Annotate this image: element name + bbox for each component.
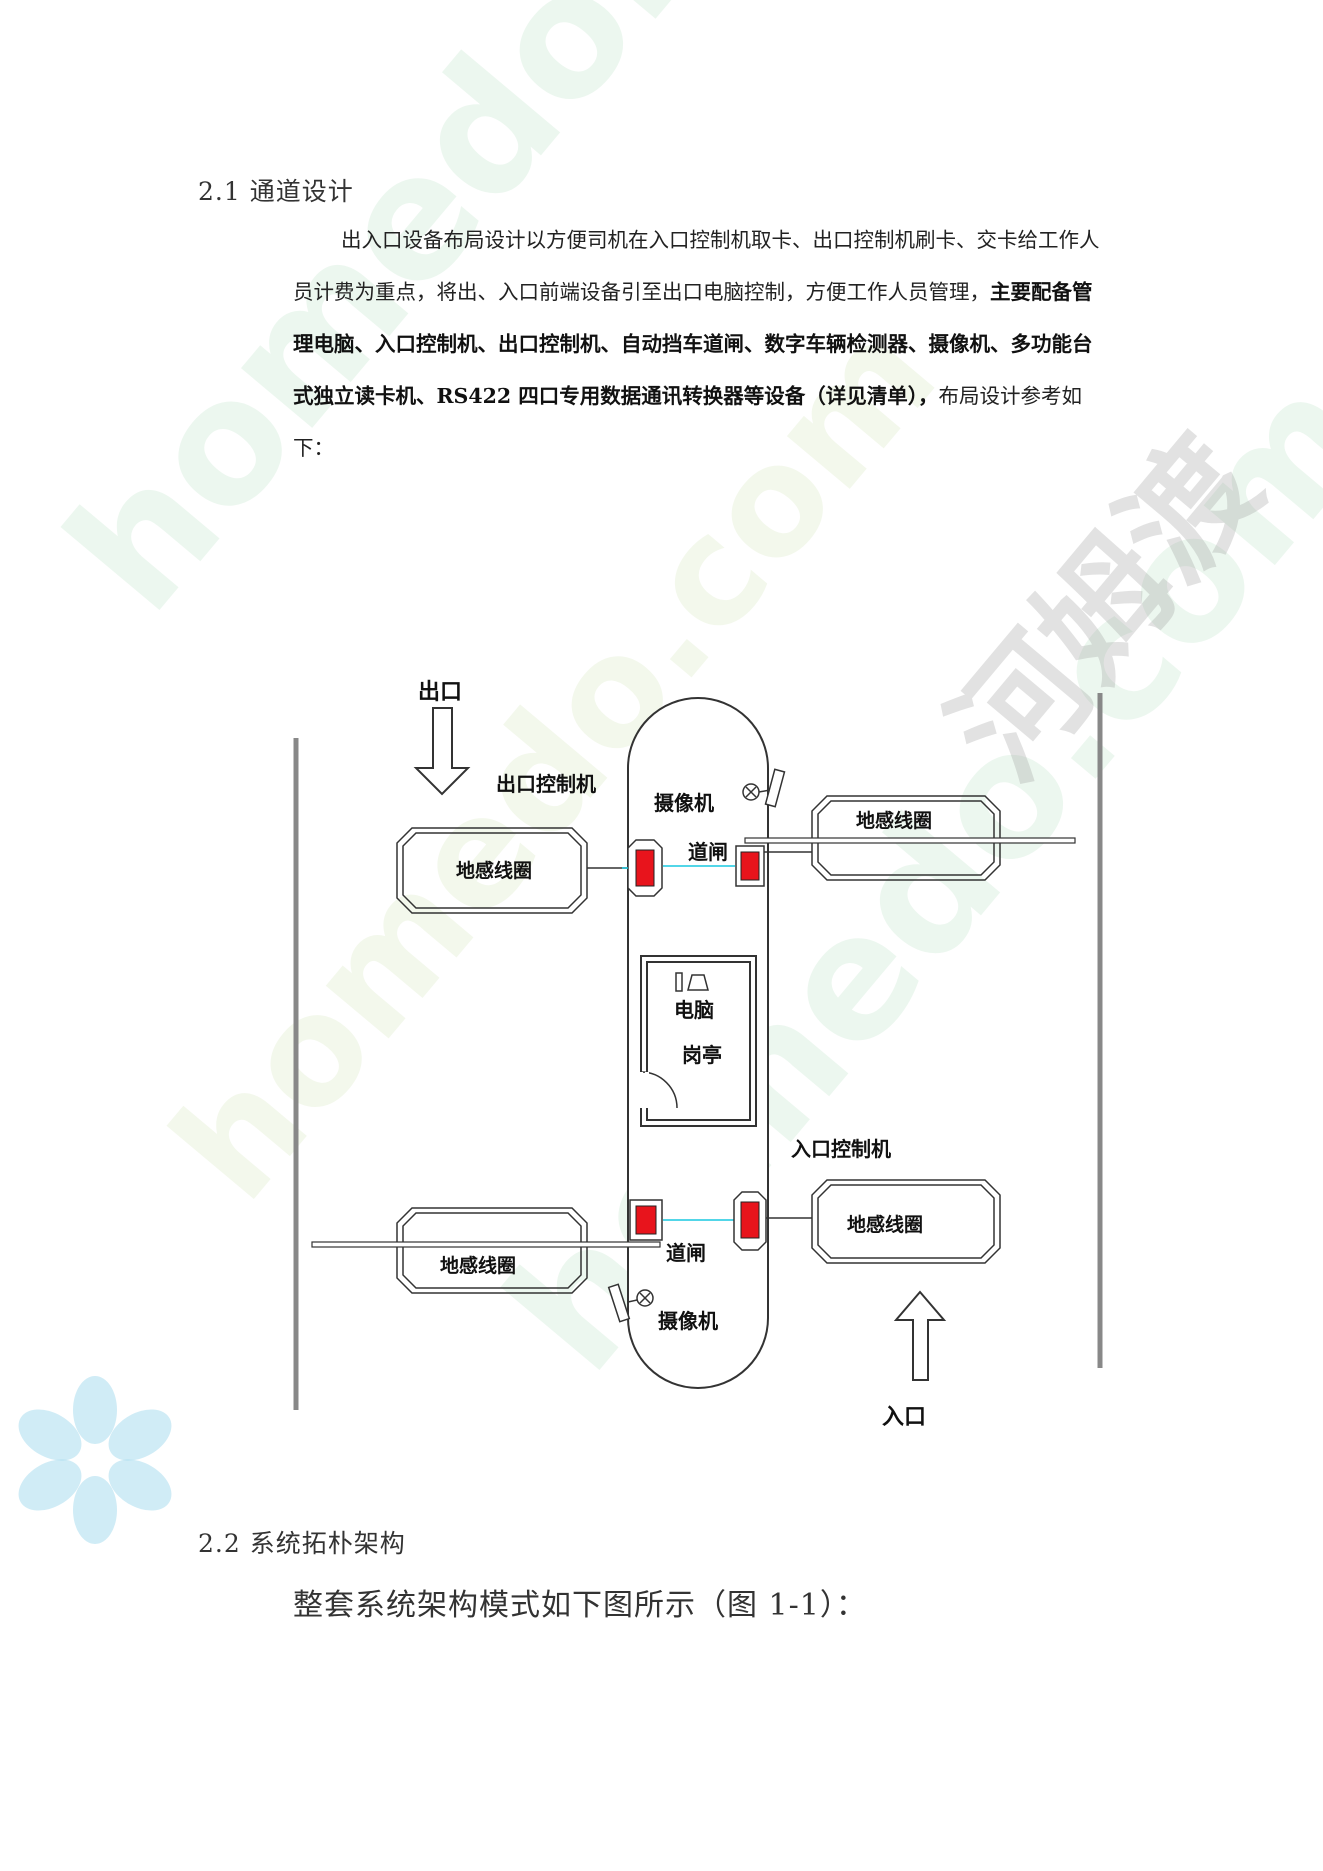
loop-exit-left [396,827,588,914]
paragraph-line-2-normal: 员计费为重点，将出、入口前端设备引至出口电脑控制，方便工作人员管理， [293,280,990,304]
entry-label: 入口 [882,1405,926,1430]
camera-top-label: 摄像机 [654,791,714,815]
paragraph-line-5: 下： [293,436,334,460]
entry-arrow-icon [893,1290,947,1381]
paragraph-line-4-bold: 式独立读卡机、RS422 四口专用数据通讯转换器等设备（详见清单）， [293,384,939,408]
loop-entry-right [811,1179,1001,1264]
camera-bottom-icon [607,1283,654,1323]
entry-controller-device [733,1191,767,1251]
exit-controller-device [622,839,663,897]
paragraph-line-3: 理电脑、入口控制机、出口控制机、自动挡车道闸、数字车辆检测器、摄像机、多功能台 [293,332,1093,356]
entry-controller-label: 入口控制机 [791,1137,891,1161]
booth [639,955,757,1127]
section-1-paragraph: 出入口设备布局设计以方便司机在入口控制机取卡、出口控制机刷卡、交卡给工作人 员计… [293,214,1123,474]
exit-controller-label: 出口控制机 [496,772,596,796]
traffic-island [627,697,769,1389]
gate-bottom-label: 道闸 [666,1241,706,1265]
paragraph-line-2: 员计费为重点，将出、入口前端设备引至出口电脑控制，方便工作人员管理，主要配备管 [293,266,1123,318]
camera-bottom-label: 摄像机 [658,1309,718,1333]
paragraph-line-2-bold: 主要配备管 [990,280,1093,304]
paragraph-line-4-normal: 布局设计参考如 [938,384,1083,408]
loop-entry-left [396,1207,588,1294]
loop-entry-right-label: 地感线圈 [847,1213,923,1236]
section-heading-2-1: 2.1 通道设计 [198,177,354,206]
paragraph-line-4: 式独立读卡机、RS422 四口专用数据通讯转换器等设备（详见清单），布局设计参考… [293,370,1123,422]
section-2-lead-text: 整套系统架构模式如下图所示（图 1-1）： [293,1588,867,1623]
camera-top-icon [742,768,786,808]
exit-gate-device [735,845,765,887]
loop-exit-right [811,795,1001,881]
computer-label: 电脑 [674,998,714,1022]
watermark-flower-logo [18,1376,172,1544]
gate-arm-exit [744,837,1076,844]
exit-arrow-icon [413,707,471,796]
gate-top-label: 道闸 [688,840,728,864]
paragraph-line-1: 出入口设备布局设计以方便司机在入口控制机取卡、出口控制机刷卡、交卡给工作人 [341,228,1100,252]
exit-label: 出口 [418,680,462,705]
loop-exit-left-label: 地感线圈 [456,859,532,882]
computer-icon [675,972,709,992]
gate-arm-entry [311,1241,661,1248]
loop-exit-right-label: 地感线圈 [856,809,932,832]
entry-gate-device [629,1199,663,1241]
booth-label: 岗亭 [682,1043,722,1067]
section-heading-2-2: 2.2 系统拓朴架构 [198,1529,406,1558]
loop-entry-left-label: 地感线圈 [440,1254,516,1277]
